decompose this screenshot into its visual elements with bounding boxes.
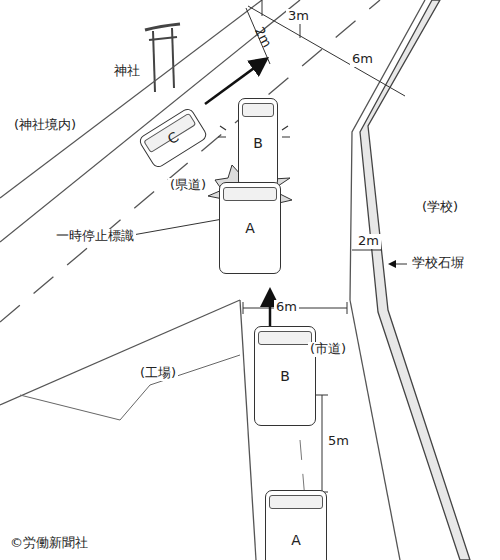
place-label: 一時停止標識 [54,229,136,244]
dimension-label: 6m [350,52,375,67]
dimension-label: 2m [250,23,275,52]
place-label: (県道) [168,178,208,193]
vehicle: C [137,106,209,169]
leader-line [127,217,234,236]
windshield [258,331,312,345]
place-label: 学校石塀 [410,256,466,271]
vehicle-letter: B [253,136,263,150]
road-edges [0,0,425,560]
vehicle-letter: A [291,533,301,547]
school-wall [360,0,470,560]
vehicle: A [219,182,281,274]
place-label: (工場) [138,366,178,381]
place-label: (学校) [420,200,460,215]
motion-arrow [269,292,272,326]
vehicle: B [254,326,316,426]
dimension-label: 3m [286,9,311,24]
vehicle-letter: B [280,369,290,383]
windshield [242,103,274,117]
place-label: (神社境内) [12,118,78,133]
dimension-label: 6m [274,300,299,315]
center-line [0,0,380,322]
dimension-label: 5m [326,434,351,449]
torii-gate [145,24,180,92]
vehicle: A [265,490,327,560]
vehicle-letter: A [245,221,255,235]
windshield [269,495,323,509]
place-label: ©労働新聞社 [8,536,90,551]
leader-line [390,264,407,265]
place-label: (市道) [308,342,348,357]
vehicle: B [238,98,278,188]
place-label: 神社 [112,64,142,79]
dimension-label: 2m [356,234,381,249]
windshield [223,187,277,201]
factory-boundary [20,355,240,420]
